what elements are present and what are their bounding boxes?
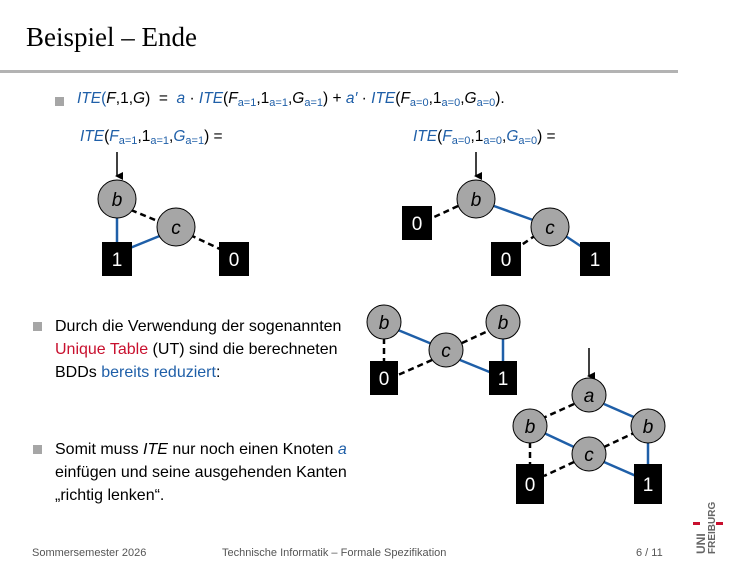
- terminal-one: [634, 464, 662, 504]
- terminal-label: 0: [379, 369, 390, 390]
- terminal-one: [489, 361, 517, 395]
- terminal-zero: [516, 464, 544, 504]
- footer-page-number: 6 / 11: [636, 547, 663, 559]
- edge-solid: [603, 402, 637, 420]
- terminal-one: [580, 242, 610, 276]
- terminal-zero: [219, 242, 249, 276]
- main-formula: ITE(F,1,G) = a · ITE(Fa=1,1a=1,Ga=1) + a…: [77, 90, 505, 109]
- terminal-one: [102, 242, 132, 276]
- terminal-label: 0: [229, 250, 240, 271]
- edge-dashed: [542, 402, 575, 420]
- node-b: [456, 179, 496, 219]
- right-bdd: b c 0 0 1: [402, 152, 610, 276]
- terminal-zero: [370, 361, 398, 395]
- right-heading: ITE(Fa=0,1a=0,Ga=0) =: [413, 128, 556, 147]
- edge-dashed: [603, 431, 635, 449]
- logo-uni-text: UNI: [694, 533, 708, 554]
- edge-solid: [459, 358, 493, 375]
- edge-solid: [543, 431, 575, 449]
- terminal-label: 1: [643, 475, 654, 496]
- node-b: [97, 179, 137, 219]
- bullet-marker: [55, 97, 64, 106]
- node-label: a: [584, 386, 595, 407]
- edge-solid: [603, 460, 637, 478]
- terminal-zero: [491, 242, 521, 276]
- terminal-label: 1: [590, 250, 601, 271]
- node-label: b: [498, 313, 509, 334]
- node-label: c: [584, 445, 594, 466]
- final-bdd: a b b c 0 1: [512, 348, 666, 504]
- terminal-label: 0: [412, 214, 423, 235]
- bullet-text-ite-node: Somit muss ITE nur noch einen Knoten a e…: [55, 441, 347, 504]
- terminal-zero: [402, 206, 432, 240]
- logo-freiburg-text: FREIBURG: [707, 502, 718, 554]
- terminal-label: 1: [112, 250, 123, 271]
- footer-course: Technische Informatik – Formale Spezifik…: [222, 547, 447, 559]
- left-heading: ITE(Fa=1,1a=1,Ga=1) =: [80, 128, 223, 147]
- node-c: [530, 207, 570, 247]
- node-label: c: [171, 218, 181, 239]
- edge-dashed: [189, 233, 223, 252]
- node-b: [366, 304, 402, 340]
- edge-dashed: [397, 358, 433, 377]
- node-c: [571, 436, 607, 472]
- bullet-marker: [33, 445, 42, 454]
- node-b: [485, 304, 521, 340]
- node-label: b: [471, 190, 482, 211]
- edge-dashed: [461, 329, 489, 345]
- node-c: [428, 332, 464, 368]
- node-a: [571, 377, 607, 413]
- edge-solid: [397, 328, 433, 346]
- edge-dashed: [431, 204, 459, 220]
- terminal-label: 1: [498, 369, 509, 390]
- terminal-label: 0: [525, 475, 536, 496]
- footer-semester: Sommersemester 2026: [32, 547, 147, 559]
- page-title: Beispiel – Ende: [26, 22, 197, 52]
- edge-solid: [129, 233, 163, 250]
- university-logo: UNI FREIBURG: [693, 502, 723, 554]
- node-label: c: [441, 341, 451, 362]
- logo-red-bar: [693, 522, 700, 525]
- node-label: b: [643, 417, 654, 438]
- node-label: b: [112, 190, 123, 211]
- left-bdd: b c 1 0: [97, 152, 249, 276]
- node-label: c: [545, 218, 555, 239]
- node-b: [512, 408, 548, 444]
- edge-solid: [493, 204, 534, 222]
- edge-solid: [563, 233, 583, 249]
- title-rule: [0, 70, 678, 73]
- node-c: [156, 207, 196, 247]
- shared-bdd: b b c 0 1: [366, 304, 521, 395]
- node-label: b: [379, 313, 390, 334]
- edge-dashed: [130, 208, 161, 224]
- node-label: b: [525, 417, 536, 438]
- logo-red-bar: [716, 522, 723, 525]
- bullet-marker: [33, 322, 42, 331]
- node-b: [630, 408, 666, 444]
- bullet-text-unique-table: Durch die Verwendung der sogenannten Uni…: [55, 318, 342, 381]
- edge-dashed: [543, 460, 575, 478]
- terminal-label: 0: [501, 250, 512, 271]
